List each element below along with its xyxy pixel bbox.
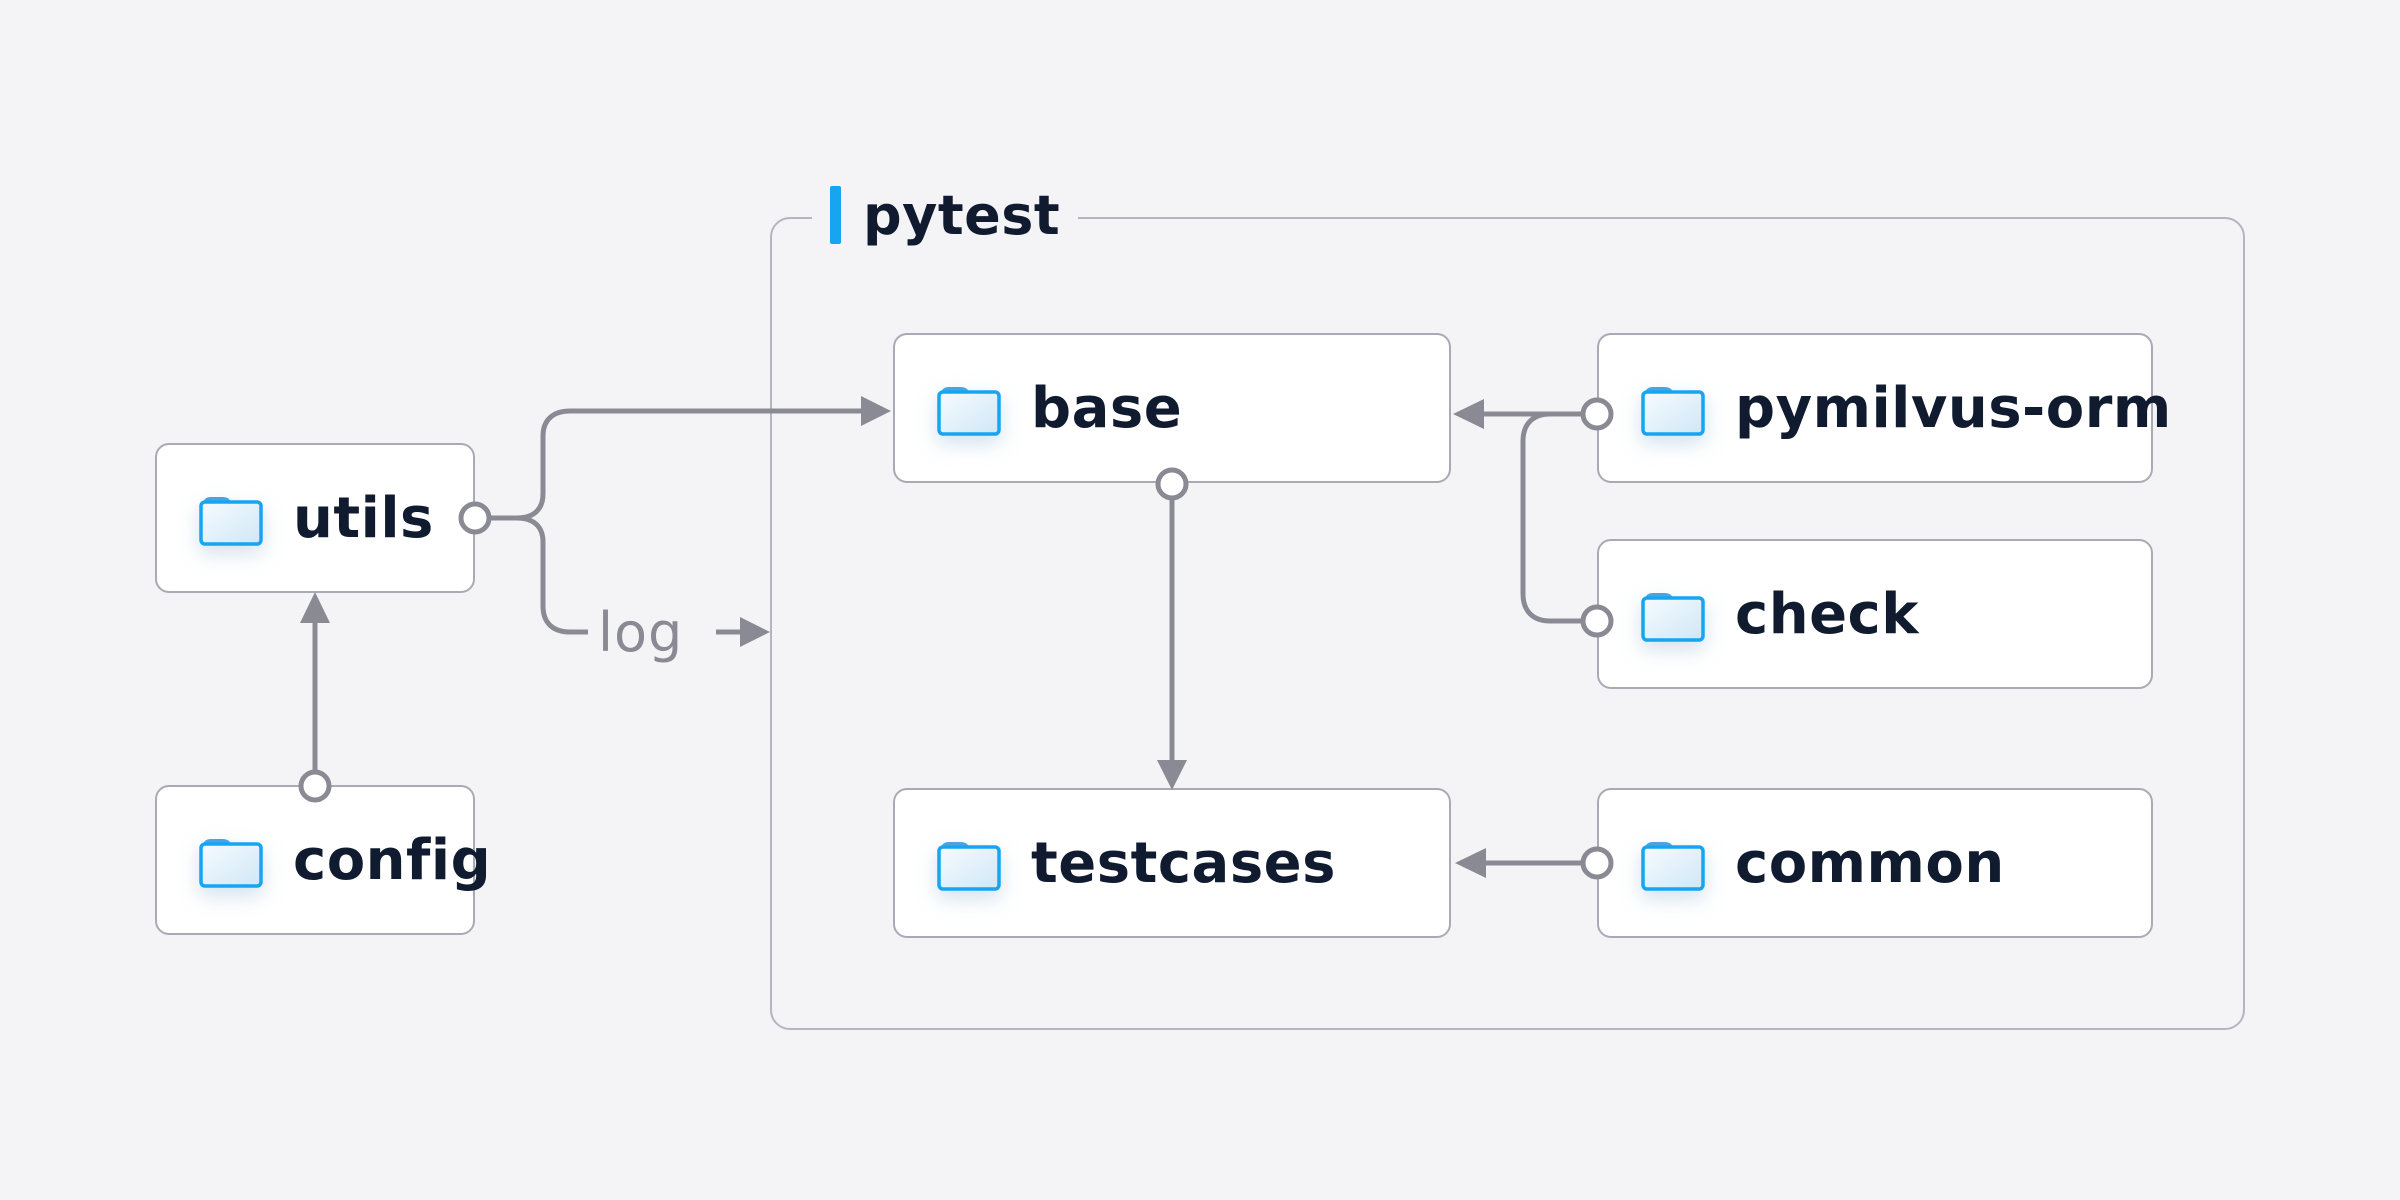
folder-node-testcases: testcases xyxy=(893,788,1451,938)
folder-icon xyxy=(937,387,1001,436)
folder-icon xyxy=(937,842,1001,891)
pytest-group-legend: pytest xyxy=(812,183,1079,247)
folder-node-label: utils xyxy=(293,485,434,551)
folder-node-check: check xyxy=(1597,539,2153,689)
folder-node-label: base xyxy=(1031,375,1183,441)
folder-node-config: config xyxy=(155,785,491,935)
folder-icon xyxy=(199,839,263,888)
folder-node-pymilvus-orm: pymilvus-orm xyxy=(1597,333,2171,483)
folder-icon xyxy=(199,497,263,546)
folder-icon xyxy=(1641,593,1705,642)
folder-node-label: pymilvus-orm xyxy=(1735,375,2172,441)
folder-icon xyxy=(1641,842,1705,891)
folder-node-label: common xyxy=(1735,830,2005,896)
folder-node-label: check xyxy=(1735,581,1919,647)
pytest-group-container xyxy=(770,217,2245,1030)
folder-node-base: base xyxy=(893,333,1451,483)
pytest-group-label: pytest xyxy=(863,183,1061,247)
edge-label-log: log xyxy=(598,601,684,664)
edge-config-utils xyxy=(298,592,332,803)
folder-icon xyxy=(1641,387,1705,436)
folder-node-common: common xyxy=(1597,788,2153,938)
pytest-accent-bar xyxy=(830,186,841,244)
folder-node-label: config xyxy=(293,827,492,893)
folder-node-utils: utils xyxy=(155,443,475,593)
folder-node-label: testcases xyxy=(1031,830,1336,896)
